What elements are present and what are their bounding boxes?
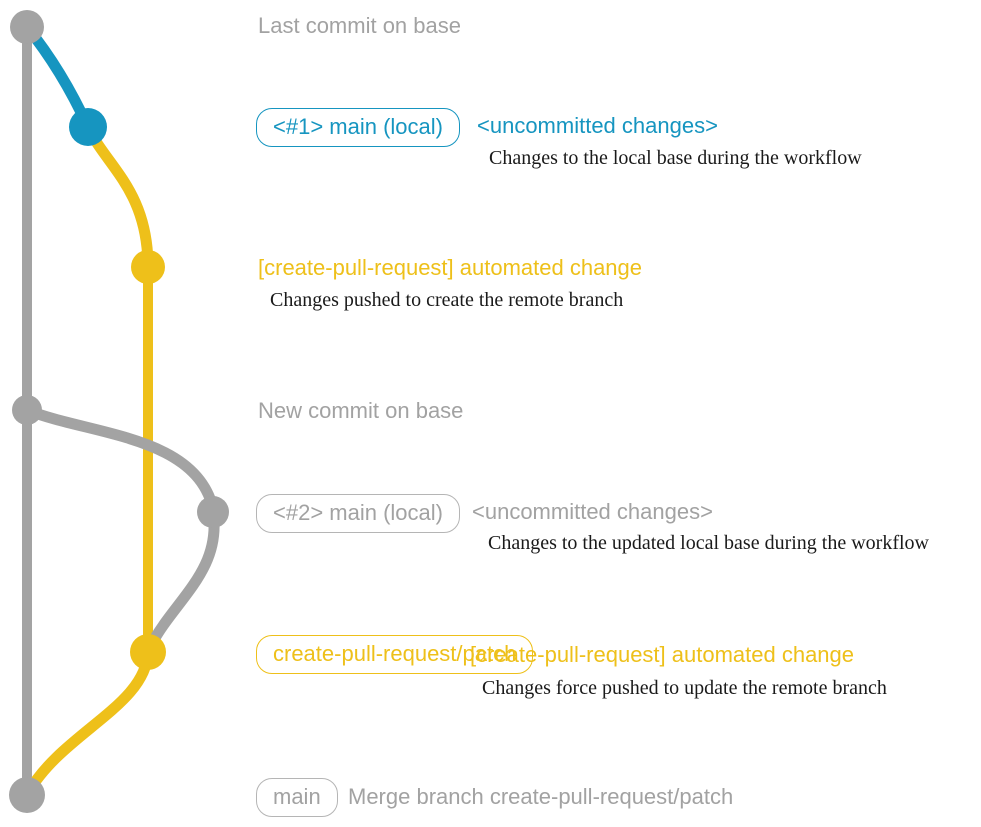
last-commit-label: Last commit on base (258, 13, 461, 38)
description-local-base-changes-1: Changes to the local base during the wor… (489, 147, 862, 169)
commit-node-last-base (10, 10, 44, 44)
uncommitted-changes-annotation-1: <uncommitted changes> (477, 113, 718, 138)
branch-badge-create-pull-request-patch: create-pull-request/patch (256, 635, 534, 674)
new-commit-label: New commit on base (258, 398, 464, 423)
branch-badge-main: main (256, 778, 338, 817)
edge-new-base-to-local-main-2 (21, 404, 219, 514)
automated-change-annotation-2: [create-pull-request] automated change (470, 642, 855, 667)
commit-node-local-main-2 (197, 496, 229, 528)
branch-badge-main-local-2: <#2> main (local) (256, 494, 460, 533)
commit-node-automated-2 (130, 634, 166, 670)
description-push-remote-branch: Changes pushed to create the remote bran… (270, 289, 624, 311)
commit-node-automated-1 (131, 250, 165, 284)
edge-local-main-1-to-automated-1 (82, 121, 154, 273)
edge-automated-2-to-merge (22, 646, 154, 799)
description-force-push-remote-branch: Changes force pushed to update the remot… (482, 677, 887, 699)
branch-badge-main-local-1: <#1> main (local) (256, 108, 460, 147)
description-updated-local-base: Changes to the updated local base during… (488, 532, 929, 554)
edge-local-main-2-to-automated-2 (145, 506, 220, 651)
commit-node-local-main-1 (69, 108, 107, 146)
automated-change-annotation-1: [create-pull-request] automated change (258, 255, 643, 280)
commit-node-merge (9, 777, 45, 813)
merge-branch-label: Merge branch create-pull-request/patch (348, 784, 734, 809)
commit-graph (9, 10, 229, 813)
uncommitted-changes-annotation-2: <uncommitted changes> (472, 499, 713, 524)
commit-node-new-base (12, 395, 42, 425)
